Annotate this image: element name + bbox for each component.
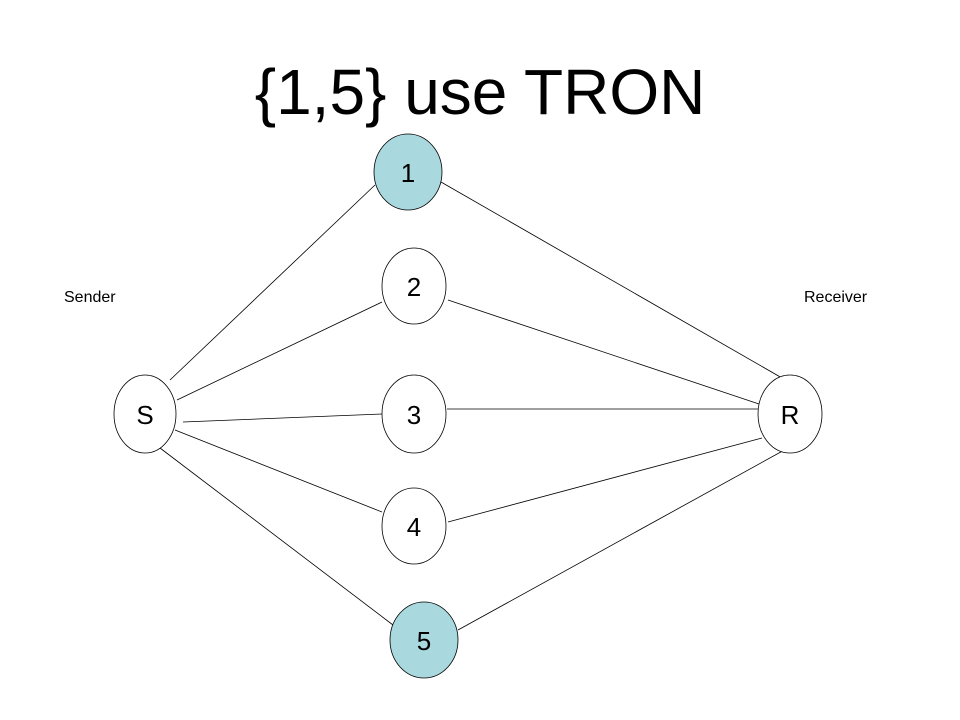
node-n5: 5 <box>389 601 459 679</box>
edge-n4-r <box>447 437 763 523</box>
node-circle-r <box>757 374 823 454</box>
node-r: R <box>757 374 823 454</box>
node-label-n5: 5 <box>417 626 431 656</box>
node-label-n3: 3 <box>407 400 421 430</box>
edge-n2-r <box>447 299 763 406</box>
slide-title: {1,5} use TRON <box>254 56 706 128</box>
edge-n5-r <box>457 447 789 631</box>
edges-layer <box>159 181 789 631</box>
node-n4: 4 <box>381 487 447 565</box>
receiver-label: Receiver <box>804 289 868 306</box>
edge-s-n5 <box>159 447 394 626</box>
node-circle-n2 <box>381 247 447 325</box>
edge-s-n1 <box>169 184 376 381</box>
edge-s-n4 <box>174 429 383 513</box>
node-s: S <box>113 374 177 454</box>
node-label-r: R <box>781 400 800 430</box>
node-circle-n1 <box>373 133 443 211</box>
node-circle-n5 <box>389 601 459 679</box>
edge-s-n2 <box>176 301 383 401</box>
node-label-n1: 1 <box>401 158 415 188</box>
node-circle-n3 <box>381 374 447 454</box>
node-circle-n4 <box>381 487 447 565</box>
node-label-n4: 4 <box>407 512 421 542</box>
node-label-n2: 2 <box>407 272 421 302</box>
node-label-s: S <box>136 400 153 430</box>
node-n3: 3 <box>381 374 447 454</box>
sender-label: Sender <box>64 289 116 306</box>
node-n2: 2 <box>381 247 447 325</box>
nodes-layer: S 1 2 3 4 5 R <box>113 133 823 679</box>
node-n1: 1 <box>373 133 443 211</box>
node-circle-s <box>113 374 177 454</box>
edge-n1-r <box>440 181 783 379</box>
edge-s-n3 <box>182 413 383 423</box>
